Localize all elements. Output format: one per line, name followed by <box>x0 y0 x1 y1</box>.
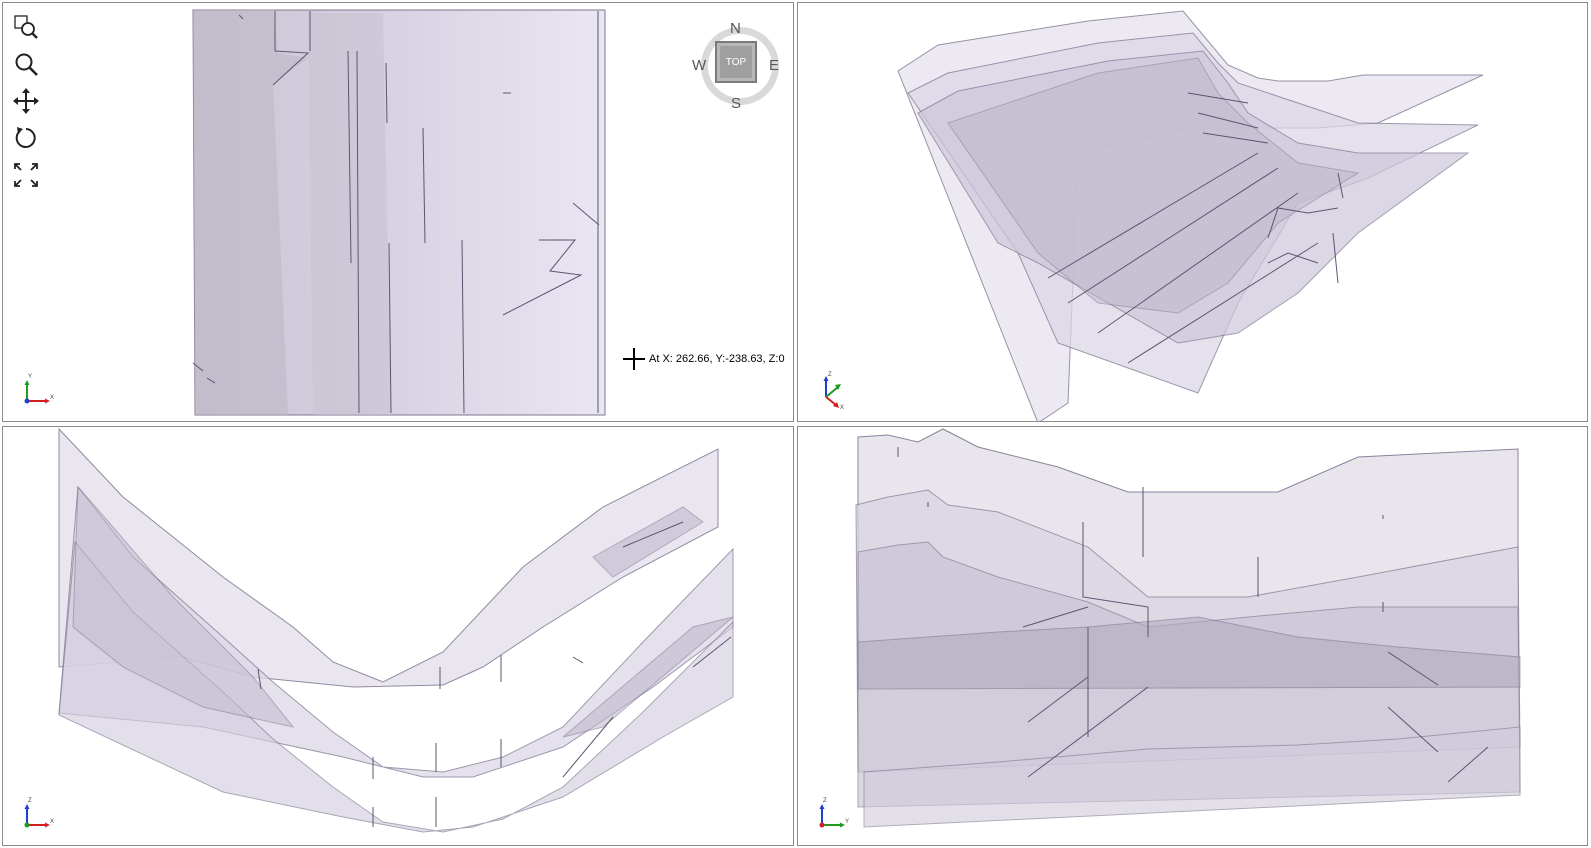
compass-ring[interactable] <box>701 27 779 105</box>
axis-triad-icon: Z Y <box>819 798 849 828</box>
axis-x-label: X <box>50 819 54 825</box>
side-surfaces <box>855 428 1521 828</box>
top-fault-lines <box>192 11 600 414</box>
axis-triad-icon: Z X <box>823 372 844 411</box>
top-surface-dark-band <box>193 10 308 415</box>
zoom-box-icon <box>14 15 38 39</box>
axis-y-label: Y <box>28 374 32 380</box>
compass-north-label[interactable]: N <box>730 20 741 37</box>
perspective-fault-lines <box>1047 92 1344 364</box>
zoom-box-button[interactable] <box>11 11 41 43</box>
view-top-button[interactable]: TOP <box>715 41 757 83</box>
axis-z-label: Z <box>823 798 827 804</box>
axis-x-label: X <box>840 405 844 411</box>
zoom-button[interactable] <box>11 48 41 80</box>
axis-y-label: Y <box>845 819 849 825</box>
front-surfaces <box>58 427 734 833</box>
front-fault-lines <box>257 521 732 827</box>
rotate-button[interactable] <box>11 122 41 154</box>
pan-icon <box>13 88 39 114</box>
axis-z-label: Z <box>28 798 32 804</box>
pan-button[interactable] <box>11 85 41 117</box>
side-fault-lines <box>897 447 1489 783</box>
axis-x-label: X <box>50 395 54 401</box>
viewport-perspective[interactable]: Z X <box>797 2 1588 422</box>
compass-east-label[interactable]: E <box>769 57 780 74</box>
compass-south-label[interactable]: S <box>731 95 742 112</box>
cursor-coordinate-readout: At X: 262.66, Y:-238.63, Z:0 <box>623 347 785 371</box>
view-toolbar <box>11 11 41 196</box>
viewport-front[interactable]: Z X <box>2 426 794 846</box>
viewport-side[interactable]: Z Y <box>797 426 1588 846</box>
axis-triad-icon: Z X <box>24 798 54 828</box>
front-view-scene <box>58 427 734 833</box>
top-view-scene <box>192 9 606 416</box>
cursor-coordinate-text: At X: 262.66, Y:-238.63, Z:0 <box>649 353 785 365</box>
axis-triad-icon: Y X <box>24 374 54 404</box>
crosshair-icon <box>623 348 645 370</box>
zoom-extents-button[interactable] <box>11 159 41 191</box>
axis-z-label: Z <box>828 372 832 378</box>
zoom-icon <box>15 53 38 76</box>
rotate-icon <box>15 127 36 148</box>
perspective-surfaces <box>897 10 1484 421</box>
compass-west-label[interactable]: W <box>692 57 707 74</box>
view-compass[interactable]: N S W E TOP <box>692 20 783 112</box>
viewport-top[interactable]: N S W E TOP At X: 262.66, Y:-238.63, Z:0… <box>2 2 794 422</box>
top-surface <box>192 9 606 416</box>
perspective-view-scene <box>897 10 1484 421</box>
zoom-extents-icon <box>14 163 38 187</box>
side-view-scene <box>855 428 1521 828</box>
